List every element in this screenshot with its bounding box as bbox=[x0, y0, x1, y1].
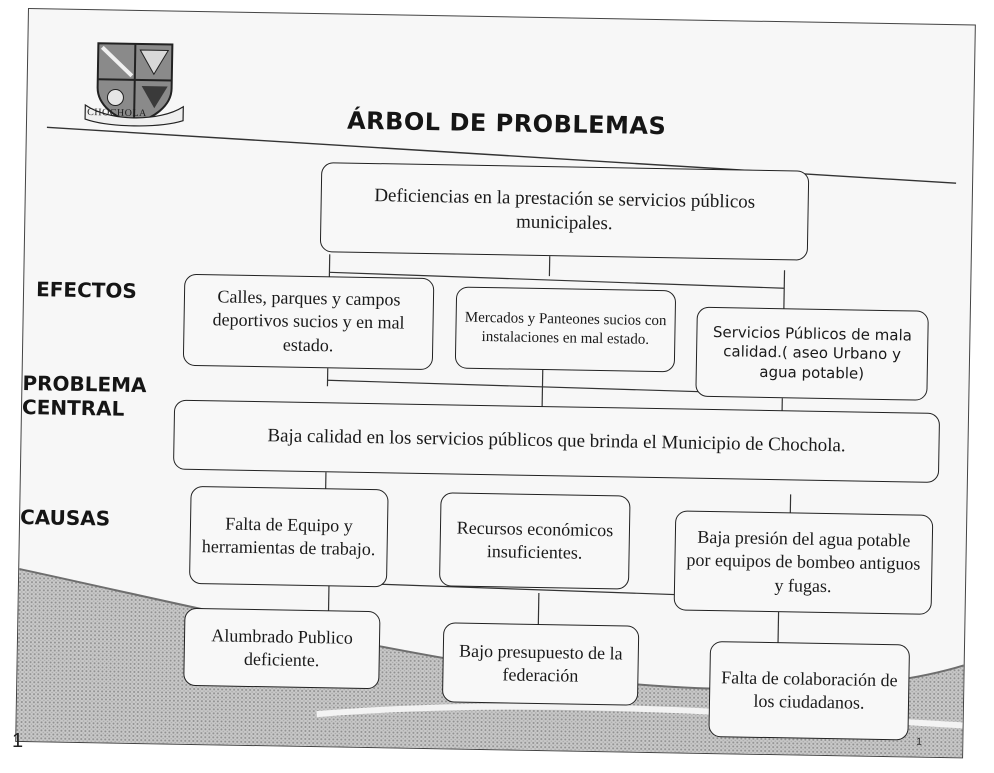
slide-number: 1 bbox=[916, 736, 922, 748]
section-label-causas: CAUSAS bbox=[19, 504, 111, 531]
cause-box-2: Recursos económicos insuficientes. bbox=[438, 492, 631, 590]
logo-text: CHOCHOLA bbox=[87, 107, 147, 120]
page-title: ÁRBOL DE PROBLEMAS bbox=[346, 106, 667, 141]
effect-box-3: Servicios Públicos de mala calidad.( ase… bbox=[695, 306, 929, 401]
root-cause-box-2: Bajo presupuesto de la federación bbox=[441, 622, 640, 706]
effect-box-1: Calles, parques y campos deportivos suci… bbox=[182, 273, 435, 371]
coat-of-arms-icon bbox=[84, 42, 184, 127]
cause-box-1: Falta de Equipo y herramientas de trabaj… bbox=[188, 485, 389, 588]
municipal-logo: CHOCHOLA bbox=[79, 35, 191, 129]
root-cause-box-3: Falta de colaboración de los ciudadanos. bbox=[708, 640, 911, 741]
top-effect-box: Deficiencias en la prestación se servici… bbox=[319, 162, 810, 261]
slide: CHOCHOLA ÁRBOL DE PROBLEMAS EFECTOS PROB… bbox=[15, 8, 976, 759]
cause-box-3: Baja presión del agua potable por equipo… bbox=[673, 510, 934, 615]
section-label-efectos: EFECTOS bbox=[35, 277, 138, 303]
effect-box-2: Mercados y Panteones sucios con instalac… bbox=[454, 286, 677, 373]
section-label-problema-central: PROBLEMA CENTRAL bbox=[21, 370, 147, 421]
central-problem-box: Baja calidad en los servicios públicos q… bbox=[172, 399, 941, 483]
root-cause-box-1: Alumbrado Publico deficiente. bbox=[183, 607, 381, 690]
page-number: 1 bbox=[12, 730, 24, 752]
